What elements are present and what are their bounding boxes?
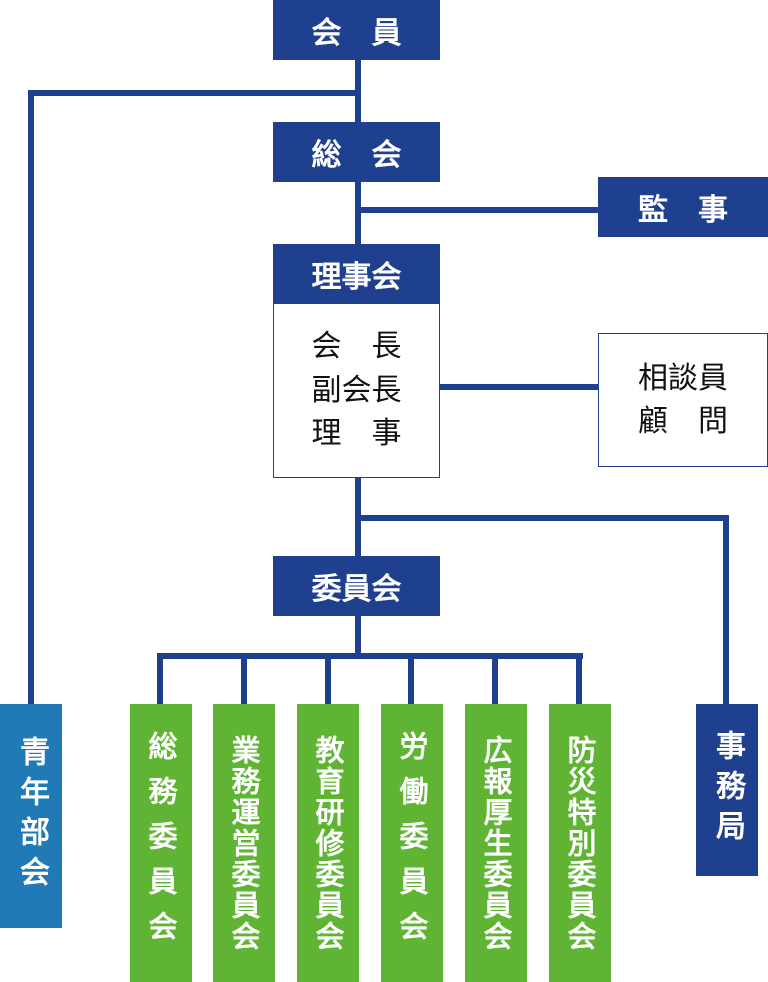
- board-member-director: 理 事: [311, 416, 402, 452]
- connector-youth-vertical: [28, 90, 34, 706]
- general-meeting-box: 総 会: [273, 122, 440, 182]
- connector-secretariat-vertical: [723, 515, 729, 705]
- committee-business-operations: 業務運営委員会: [213, 704, 275, 982]
- board-member-vice-chair: 副会長: [311, 372, 402, 408]
- connector-youth-horizontal: [28, 90, 361, 96]
- connector-committee-2: [241, 653, 247, 706]
- committee-box: 委員会: [273, 556, 440, 616]
- board-member-chair: 会 長: [311, 329, 402, 365]
- committee-education-training: 教育研修委員会: [297, 704, 359, 982]
- connector-committee-6: [576, 653, 582, 706]
- connector-auditor: [358, 207, 600, 213]
- member-box: 会 員: [273, 0, 440, 60]
- board-members-panel: 会 長 副会長 理 事: [273, 303, 440, 478]
- committee-disaster-prevention: 防災特別委員会: [549, 704, 611, 982]
- connector-committees-horizontal: [157, 653, 583, 659]
- secretariat-box: 事務局: [696, 704, 758, 876]
- connector-committee-down: [355, 614, 361, 658]
- auditor-box: 監 事: [598, 177, 768, 237]
- committee-public-relations-welfare: 広報厚生委員会: [465, 704, 527, 982]
- connector-advisors: [440, 384, 600, 390]
- connector-committee-5: [492, 653, 498, 706]
- board-header: 理事会: [273, 244, 440, 304]
- committee-labor: 労働委員会: [381, 704, 443, 982]
- advisors-panel: 相談員 顧 問: [598, 333, 768, 467]
- connector-committee-3: [325, 653, 331, 706]
- connector-committee-1: [157, 653, 163, 706]
- advisor-consultant: 相談員: [638, 360, 728, 396]
- youth-division-box: 青年部会: [0, 704, 62, 928]
- advisor-counselor: 顧 問: [638, 404, 728, 439]
- connector-secretariat-horizontal: [355, 515, 729, 521]
- committee-general-affairs: 総務委員会: [130, 704, 192, 982]
- connector-committee-4: [408, 653, 414, 706]
